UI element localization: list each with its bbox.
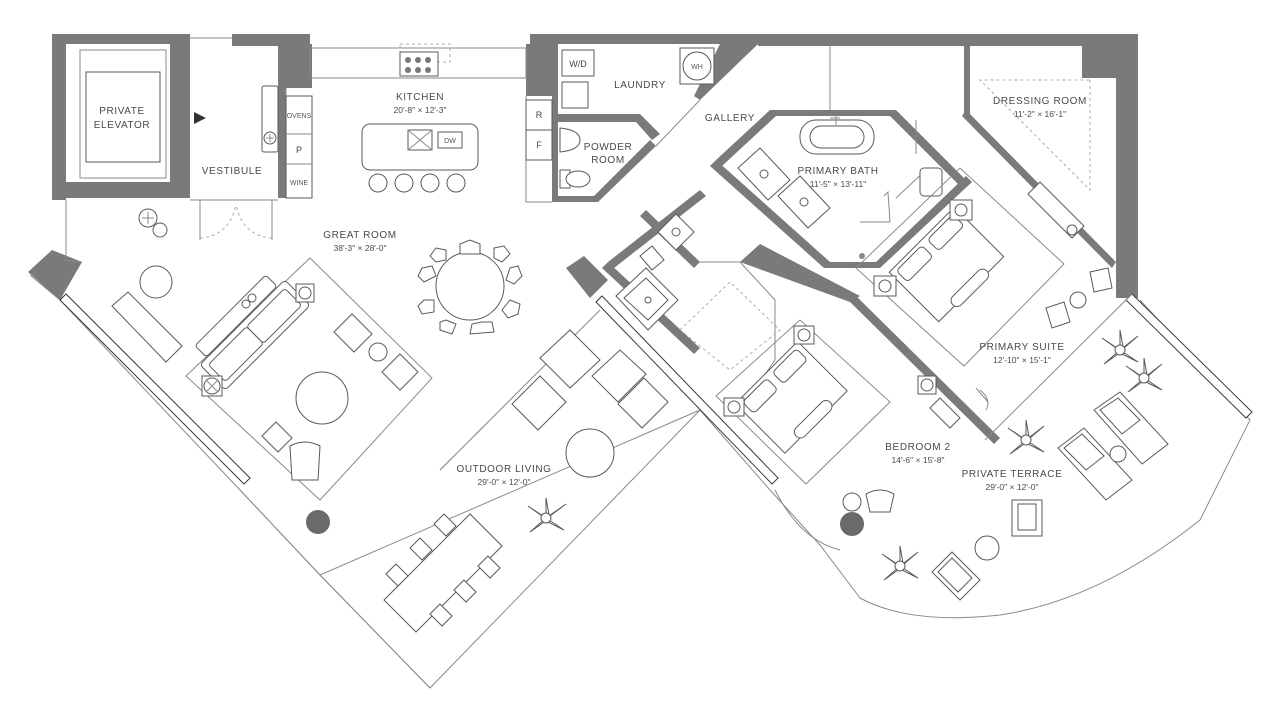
- private-terrace: PRIVATE TERRACE 29'-0" × 12'-0": [881, 329, 1169, 601]
- primary-suite: PRIMARY SUITE 12'-10" × 15'-1": [855, 167, 1113, 411]
- powder-room-label-2: ROOM: [591, 155, 625, 166]
- powder-room-label-1: POWDER: [584, 142, 633, 153]
- private-elevator: PRIVATE ELEVATOR: [79, 49, 206, 179]
- washer-dryer-label: W/D: [569, 59, 587, 69]
- laundry: W/D WH LAUNDRY: [561, 47, 715, 109]
- primary-bath: PRIMARY BATH 11'-5" × 13'-11": [737, 114, 943, 259]
- pantry-label: P: [296, 145, 302, 155]
- bedroom-2: BEDROOM 2 14'-6" × 15'-8": [715, 319, 961, 536]
- kitchen-dimensions: 20'-8" × 12'-3": [394, 105, 447, 115]
- bedroom-2-dimensions: 14'-6" × 15'-8": [892, 455, 945, 465]
- dressing-room-dimensions: 11'-2" × 16'-1": [1014, 109, 1066, 119]
- private-elevator-label-2: ELEVATOR: [94, 120, 151, 131]
- primary-bath-label: PRIMARY BATH: [797, 166, 878, 177]
- walls: [28, 34, 1138, 444]
- wine-label: WINE: [290, 180, 309, 187]
- private-terrace-dimensions: 29'-0" × 12'-0": [986, 482, 1039, 492]
- dishwasher-label: DW: [444, 138, 456, 145]
- drain-icon: [859, 253, 865, 259]
- private-terrace-label: PRIVATE TERRACE: [962, 469, 1063, 480]
- plant-icon: [881, 545, 919, 581]
- great-room-dimensions: 38'-3" × 28'-0": [334, 243, 387, 253]
- laundry-label: LAUNDRY: [614, 80, 666, 91]
- ovens-label: OVENS: [287, 113, 312, 120]
- primary-suite-dimensions: 12'-10" × 15'-1": [993, 355, 1051, 365]
- bedroom-2-label: BEDROOM 2: [885, 442, 950, 453]
- vestibule: VESTIBULE: [199, 85, 279, 240]
- dressing-room: DRESSING ROOM 11'-2" × 16'-1": [979, 79, 1091, 239]
- plant-icon: [1125, 357, 1163, 393]
- great-room: GREAT ROOM 38'-3" × 28'-0": [111, 208, 523, 534]
- plant-icon: [1101, 329, 1139, 365]
- windows: [59, 37, 1253, 485]
- great-room-label: GREAT ROOM: [323, 230, 396, 241]
- outdoor-living: OUTDOOR LIVING 29'-0" × 12'-0": [383, 329, 669, 633]
- outdoor-living-dimensions: 29'-0" × 12'-0": [478, 477, 531, 487]
- kitchen: KITCHEN 20'-8" × 12'-3" OVENS P WINE DW …: [285, 51, 553, 199]
- plant-icon: [1007, 419, 1045, 455]
- gallery-label: GALLERY: [705, 113, 755, 124]
- water-heater-label: WH: [691, 64, 703, 71]
- vestibule-label: VESTIBULE: [202, 166, 262, 177]
- powder-room: POWDER ROOM: [559, 127, 633, 189]
- primary-bath-dimensions: 11'-5" × 13'-11": [810, 179, 866, 189]
- refrigerator-label: R: [536, 110, 543, 120]
- outdoor-living-label: OUTDOOR LIVING: [456, 464, 551, 475]
- plant-icon: [527, 497, 567, 533]
- freezer-label: F: [536, 140, 542, 150]
- kitchen-label: KITCHEN: [396, 92, 444, 103]
- primary-suite-label: PRIMARY SUITE: [979, 342, 1064, 353]
- bath-2: [615, 213, 781, 371]
- arrow-icon: [194, 112, 206, 124]
- dressing-room-label: DRESSING ROOM: [993, 96, 1087, 107]
- private-elevator-label-1: PRIVATE: [99, 106, 145, 117]
